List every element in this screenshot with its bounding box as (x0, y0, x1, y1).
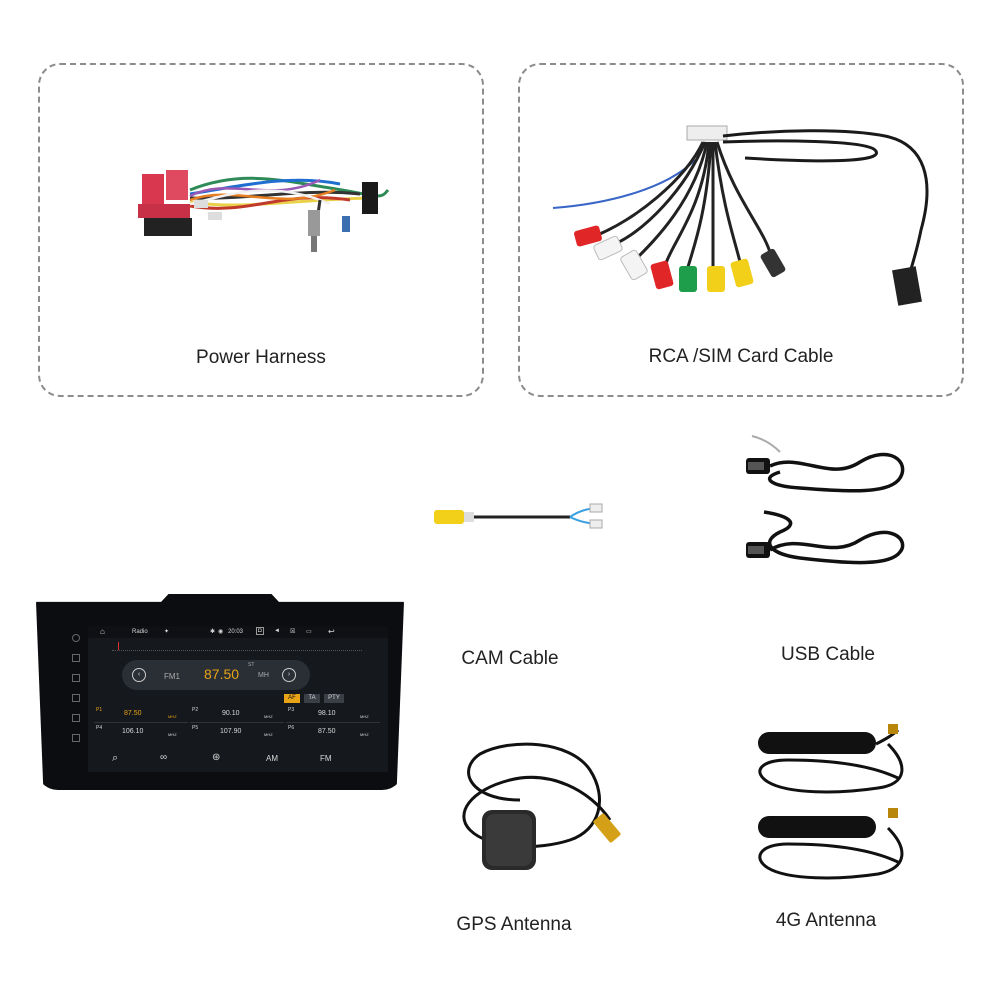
multiwindow-icon[interactable]: ▭ (306, 629, 312, 635)
ta-button[interactable]: TA (304, 694, 320, 703)
side-button-icon[interactable] (72, 694, 80, 702)
af-button[interactable]: AF (284, 694, 300, 703)
usb-icon: ✦ (164, 629, 170, 635)
volume-icon[interactable]: ◄ (274, 628, 280, 634)
side-button-icon[interactable] (72, 634, 80, 642)
4g-antenna-image (758, 724, 904, 880)
tuner-panel: ‹ FM1 87.50 MH ST › (122, 660, 310, 690)
side-button-icon[interactable] (72, 714, 80, 722)
band-label: FM1 (164, 672, 180, 681)
st-label: ST (248, 662, 255, 668)
side-button-icon[interactable] (72, 734, 80, 742)
side-buttons (72, 630, 82, 760)
usb-cable-label: USB Cable (781, 644, 875, 665)
preset-item[interactable]: P3 98.10 MHZ (286, 706, 380, 723)
4g-antenna-label: 4G Antenna (775, 910, 877, 931)
unit-label: MH (258, 672, 269, 679)
app-title: Radio (132, 629, 148, 635)
power-harness-panel (38, 63, 484, 397)
broadcast-icon[interactable]: ⊛ (212, 752, 221, 763)
rca-sim-panel (518, 63, 964, 397)
cam-cable-label: CAM Cable (461, 648, 559, 669)
search-icon[interactable]: ⌕ (112, 752, 119, 764)
pty-button[interactable]: PTY (324, 694, 344, 703)
bottom-bar: ⌕ ∞ ⊛ AM FM (88, 748, 388, 770)
status-bar: ⌂ Radio ✦ ✱ ◉ 20:03 ◘ ◄ ☒ ▭ ↩ (88, 626, 388, 638)
bluetooth-icon: ✱ (210, 629, 216, 635)
prev-icon[interactable]: ‹ (132, 668, 146, 682)
gps-antenna-image (462, 742, 621, 870)
preset-item[interactable]: P1 87.50 MHZ (94, 706, 188, 723)
fm-button[interactable]: FM (320, 754, 332, 763)
side-button-icon[interactable] (72, 654, 80, 662)
tuning-scale[interactable] (112, 642, 362, 651)
rca-sim-label: RCA /SIM Card Cable (648, 346, 834, 367)
next-icon[interactable]: › (282, 668, 296, 682)
power-harness-image (138, 170, 390, 252)
preset-item[interactable]: P5 107.90 MHZ (192, 725, 273, 737)
power-harness-label: Power Harness (196, 347, 326, 368)
preset-item[interactable]: P2 90.10 MHZ (190, 706, 284, 723)
location-icon: ◉ (218, 629, 224, 635)
preset-item[interactable]: P4 106.10 MHZ (96, 725, 177, 737)
rca-sim-cable-image (552, 125, 929, 306)
am-button[interactable]: AM (266, 754, 278, 763)
tuning-marker (118, 642, 119, 650)
preset-grid: P1 87.50 MHZ P2 90.10 MHZ P3 98.10 MHZ P… (94, 706, 382, 742)
head-unit: ⌂ Radio ✦ ✱ ◉ 20:03 ◘ ◄ ☒ ▭ ↩ ‹ FM1 87.5… (36, 594, 404, 790)
home-icon[interactable]: ⌂ (100, 627, 105, 636)
loop-icon[interactable]: ∞ (160, 752, 168, 763)
back-icon[interactable]: ↩ (328, 627, 335, 636)
gps-antenna-label: GPS Antenna (456, 914, 572, 935)
side-button-icon[interactable] (72, 674, 80, 682)
status-time: 20:03 (228, 629, 244, 635)
close-box-icon[interactable]: ☒ (290, 629, 296, 635)
frequency-display: 87.50 (204, 666, 240, 682)
radio-screen: ⌂ Radio ✦ ✱ ◉ 20:03 ◘ ◄ ☒ ▭ ↩ ‹ FM1 87.5… (88, 626, 388, 772)
cam-cable-image (434, 503, 603, 529)
usb-cable-image (746, 435, 905, 565)
camera-icon[interactable]: ◘ (256, 627, 264, 635)
preset-item[interactable]: P6 87.50 MHZ (288, 725, 369, 737)
